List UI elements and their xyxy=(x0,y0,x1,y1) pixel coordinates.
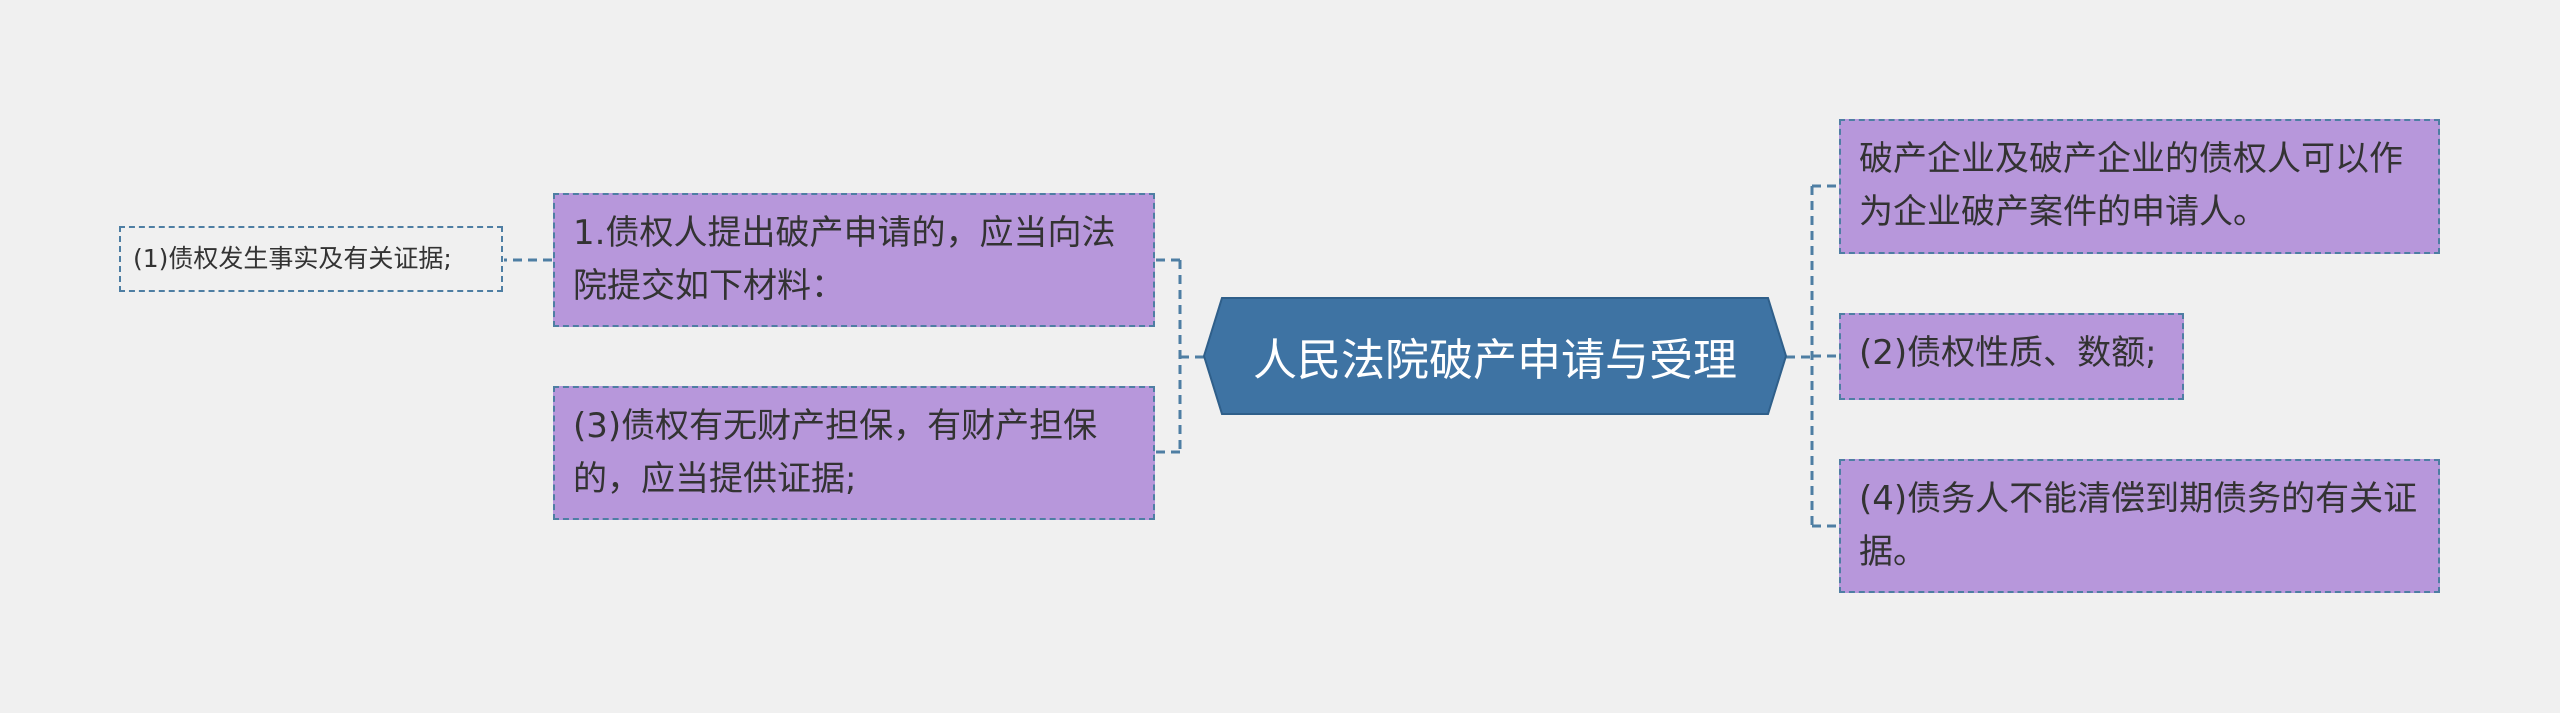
center-node[interactable]: 人民法院破产申请与受理 xyxy=(1253,335,1737,386)
right-node-2[interactable]: (2)债权性质、数额; xyxy=(1839,313,2184,400)
left-subnode[interactable]: (1)债权发生事实及有关证据; xyxy=(119,226,503,292)
left-node-2[interactable]: (3)债权有无财产担保，有财产担保的，应当提供证据; xyxy=(553,386,1155,520)
left-node-1[interactable]: 1.债权人提出破产申请的，应当向法院提交如下材料： xyxy=(553,193,1155,327)
right-node-3[interactable]: (4)债务人不能清偿到期债务的有关证据。 xyxy=(1839,459,2440,593)
right-node-1[interactable]: 破产企业及破产企业的债权人可以作为企业破产案件的申请人。 xyxy=(1839,119,2440,254)
center-node-shape xyxy=(1202,297,1788,415)
